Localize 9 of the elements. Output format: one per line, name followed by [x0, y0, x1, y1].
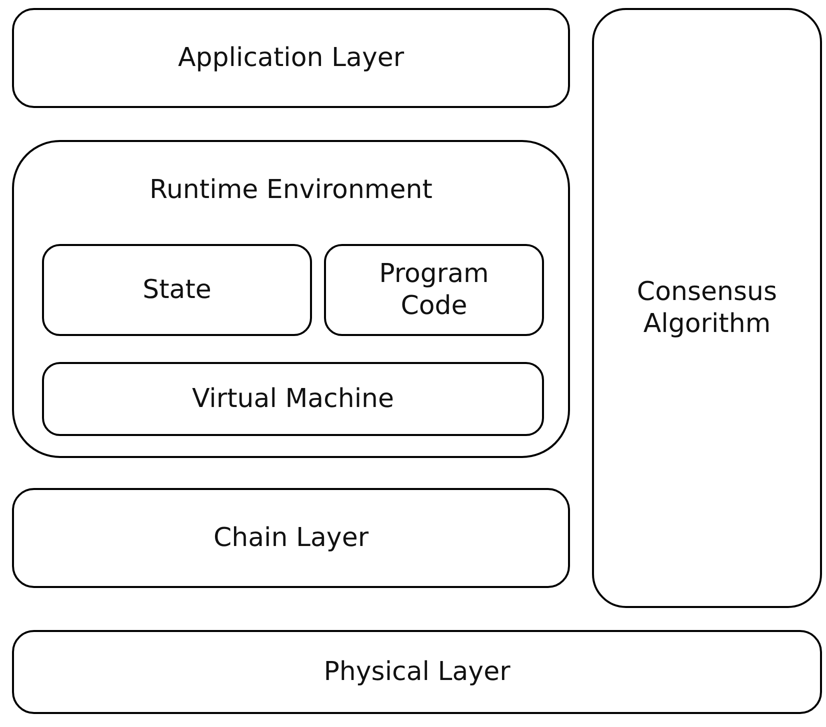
layer-box: Chain Layer: [12, 488, 570, 588]
container-box: [12, 140, 570, 458]
layer-box: Virtual Machine: [42, 362, 544, 436]
layer-box: Application Layer: [12, 8, 570, 108]
layer-box: Program Code: [324, 244, 544, 336]
layer-box: Physical Layer: [12, 630, 822, 714]
layer-box: State: [42, 244, 312, 336]
container-title: Runtime Environment: [148, 174, 434, 206]
layer-box: Consensus Algorithm: [592, 8, 822, 608]
